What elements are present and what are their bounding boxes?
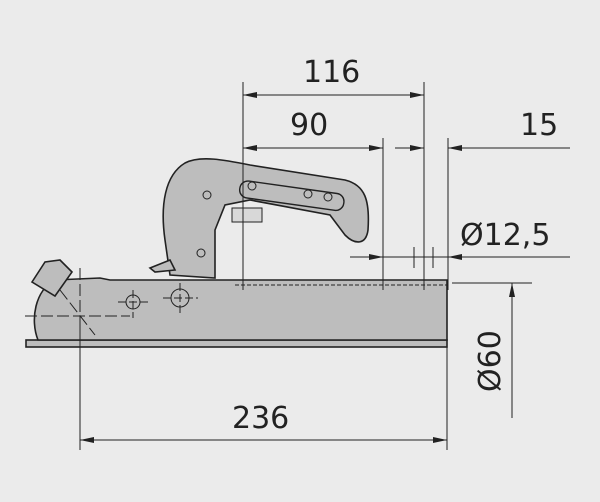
coupling-body xyxy=(25,259,448,348)
dim-ball-diameter-label: Ø60 xyxy=(473,330,508,392)
dim-236-label: 236 xyxy=(232,401,289,436)
dim-116-label: 116 xyxy=(303,55,360,90)
coupling-lever xyxy=(148,158,370,279)
dim-hole-diameter-label: Ø12,5 xyxy=(460,218,550,253)
holes xyxy=(25,268,198,350)
dim-15-label: 15 xyxy=(520,108,558,143)
ball-cap xyxy=(30,259,74,298)
dim-90-label: 90 xyxy=(290,108,328,143)
